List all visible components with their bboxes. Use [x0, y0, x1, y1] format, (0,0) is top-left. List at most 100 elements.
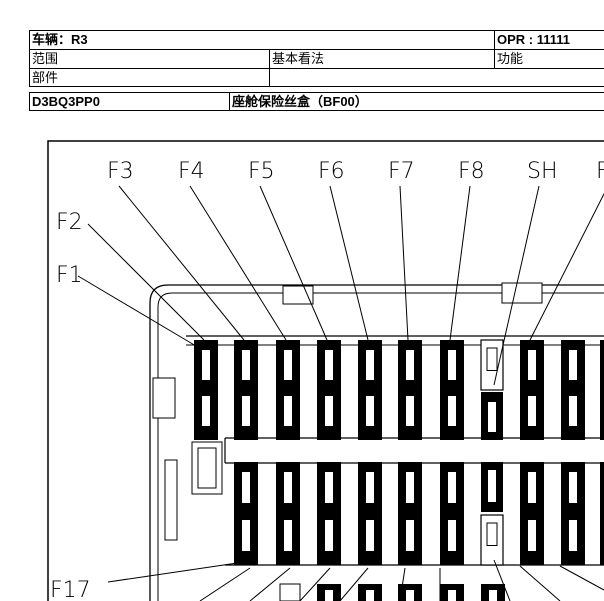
housing-inner — [157, 292, 604, 601]
fuse-window — [325, 472, 333, 503]
fuse-window — [448, 520, 456, 551]
leader-line — [559, 565, 604, 591]
fuse-body — [600, 462, 604, 565]
leader-line — [519, 565, 561, 601]
leader-line — [87, 223, 205, 341]
fuse-label-f7: F7 — [388, 159, 415, 184]
fuse-window — [528, 396, 536, 426]
fuse-window — [202, 396, 210, 426]
fuse-window — [406, 472, 414, 503]
housing-tab — [501, 282, 543, 304]
fuse-window — [284, 350, 292, 380]
fuse-window — [569, 396, 577, 426]
fuse — [276, 340, 300, 440]
housing-clip — [164, 459, 178, 541]
fuse-window — [242, 396, 250, 426]
fuse — [276, 462, 300, 565]
fuse — [317, 340, 341, 440]
fuse — [234, 462, 258, 565]
fuse-window — [448, 350, 456, 380]
leader-line — [339, 567, 369, 601]
fuse-label-f2: F2 — [56, 210, 83, 235]
fuse — [600, 340, 604, 440]
fuse — [440, 340, 464, 440]
fuse — [440, 462, 464, 565]
fuse-window — [489, 590, 497, 601]
fuse — [317, 462, 341, 565]
housing-clip — [152, 377, 176, 419]
leader-line — [107, 561, 245, 583]
slot-inner — [486, 347, 498, 371]
slot-inner — [486, 522, 498, 546]
leader-line — [329, 185, 369, 341]
fuse-window — [284, 396, 292, 426]
leader-line — [529, 192, 604, 341]
fuse-window — [366, 396, 374, 426]
leader-line — [399, 185, 409, 341]
fuse-window — [242, 520, 250, 551]
leader-line — [493, 559, 511, 601]
housing-outer — [149, 284, 604, 601]
fuse-window — [448, 590, 456, 601]
fuse-window — [284, 520, 292, 551]
leader-line — [493, 185, 540, 386]
leader-line — [399, 567, 406, 601]
fuse-window — [406, 520, 414, 551]
fuse — [234, 340, 258, 440]
fuse-window — [528, 520, 536, 551]
empty-slot — [480, 514, 504, 566]
fuse-label-f5: F5 — [248, 159, 275, 184]
title-cell: 座舱保险丝盒（BF00） — [232, 94, 368, 109]
fuse-label-f4: F4 — [178, 159, 205, 184]
code-cell: D3BQ3PP0 — [30, 93, 230, 110]
fuse-window — [325, 590, 333, 601]
leader-line — [199, 567, 251, 601]
fuse-label-f1: F1 — [56, 263, 83, 288]
fuse — [561, 340, 585, 440]
vehicle-cell: 车辆：R3 — [30, 31, 495, 49]
fuse — [600, 462, 604, 565]
fuse-label-f17: F17 — [50, 578, 91, 601]
fuse-window — [325, 350, 333, 380]
leader-line — [77, 275, 197, 347]
fuse-window — [406, 590, 414, 601]
fuse — [520, 462, 544, 565]
fuse-window — [448, 396, 456, 426]
fuse-window — [366, 520, 374, 551]
opr-cell: OPR : 11111 — [497, 32, 571, 47]
fuse-window — [528, 350, 536, 380]
leader-line — [299, 567, 331, 601]
fuse-body — [600, 340, 604, 440]
leader-line — [189, 185, 287, 341]
basic-view-cell: 基本看法 — [270, 50, 495, 68]
fuse-window — [569, 520, 577, 551]
diagram-frame — [47, 140, 604, 601]
fuse — [358, 462, 382, 565]
fuse-window — [569, 472, 577, 503]
fuse-label-sh: SH — [527, 159, 558, 184]
fuse-window — [488, 470, 496, 502]
fuse — [194, 340, 218, 440]
leader-line — [118, 185, 245, 341]
scope-cell: 范围 — [30, 50, 270, 68]
housing-slot — [197, 447, 217, 489]
fuse-window — [448, 472, 456, 503]
fuse-window — [488, 402, 496, 432]
fuse-window — [406, 350, 414, 380]
fuse-window — [242, 350, 250, 380]
fuse-label-f8: F8 — [458, 159, 485, 184]
leader-line — [249, 567, 291, 601]
empty-slot — [480, 339, 504, 391]
fuse — [398, 462, 422, 565]
fuse-window — [366, 350, 374, 380]
fuse-label-f: F — [596, 159, 604, 184]
fuse-window — [325, 520, 333, 551]
connector-block — [279, 583, 301, 601]
fuse — [561, 462, 585, 565]
fuse-window — [284, 472, 292, 503]
leader-line — [259, 185, 328, 341]
housing-tab — [282, 285, 314, 305]
leader-line — [449, 185, 471, 341]
document-header: 车辆：R3 OPR : 11111 范围 基本看法 功能 部件 D3BQ3PP0… — [29, 30, 604, 111]
